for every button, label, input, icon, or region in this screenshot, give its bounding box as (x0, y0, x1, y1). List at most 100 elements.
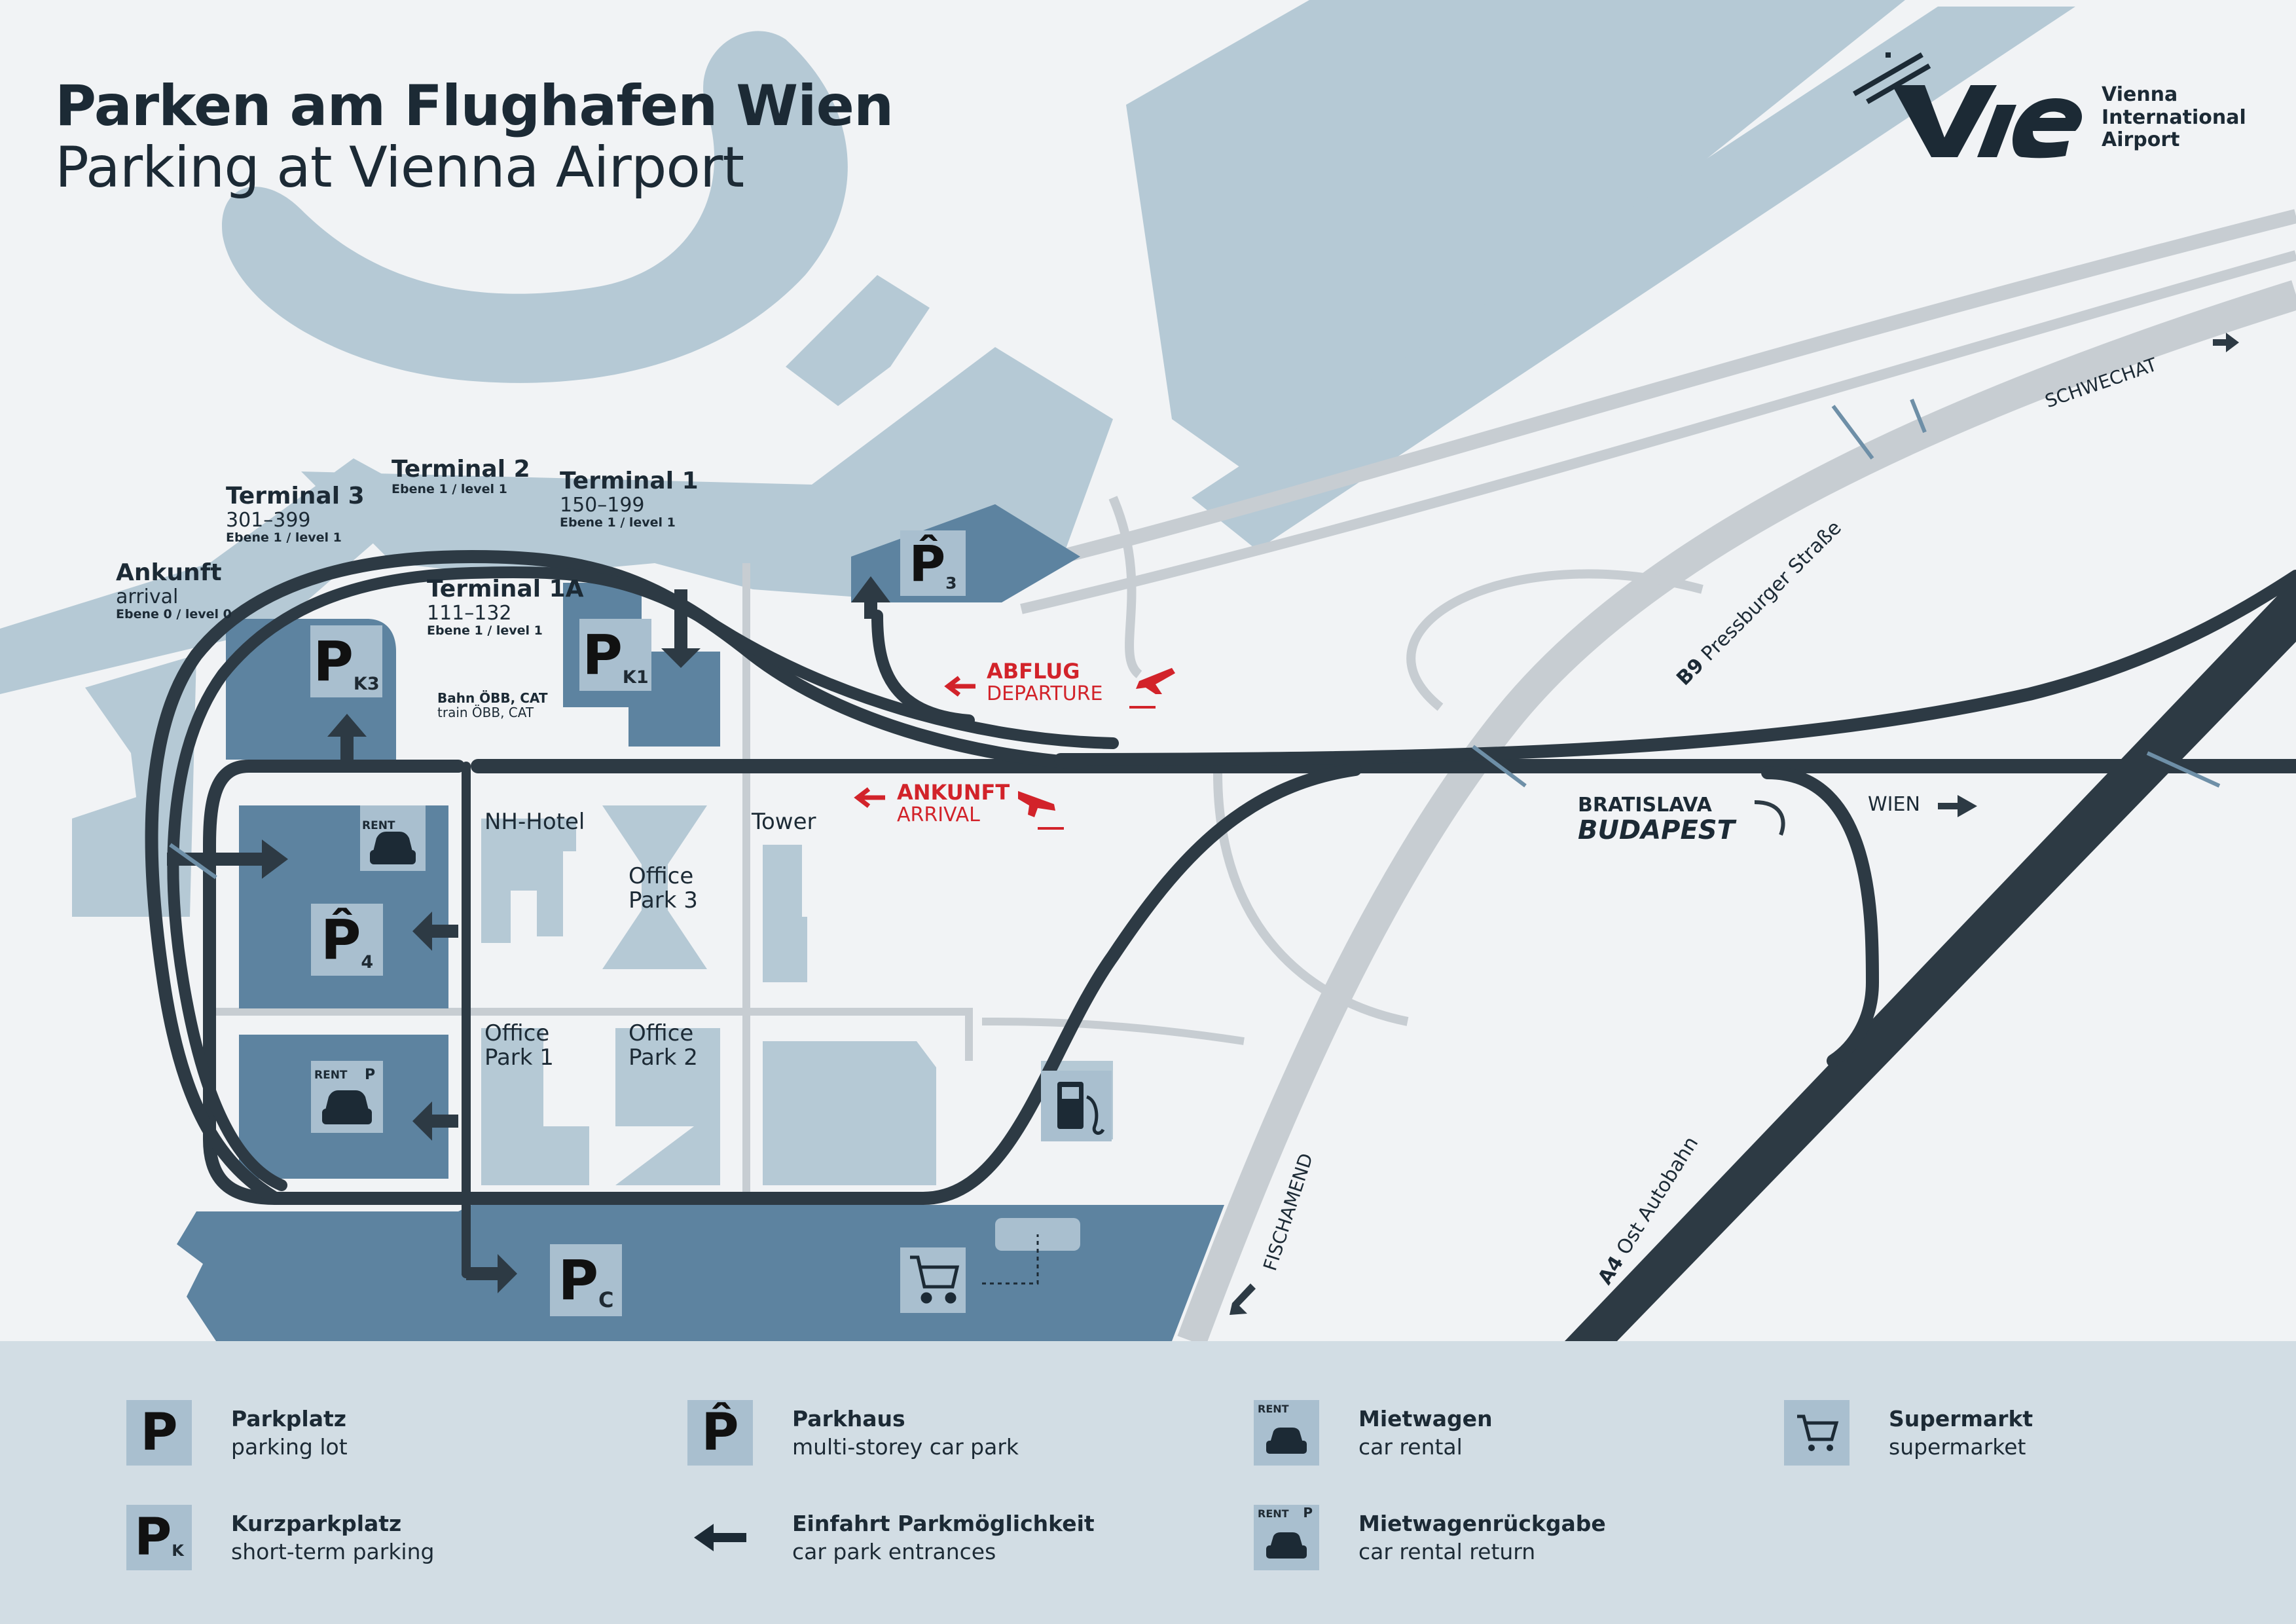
train-label: Bahn ÖBB, CAT train ÖBB, CAT (437, 691, 547, 720)
parking-k3-letter: P (313, 629, 354, 693)
p4-entrance-arrow (167, 840, 288, 879)
legend-car-rental-de: Mietwagen (1358, 1406, 1493, 1431)
arrival-level: Ebene 0 / level 0 (116, 606, 232, 621)
title-english: Parking at Vienna Airport (55, 135, 744, 200)
pier-west (0, 458, 426, 694)
a4-ramp (1761, 766, 1880, 1067)
office-park-1-building (481, 1028, 589, 1185)
k1-entrance-arrow (661, 589, 701, 668)
office-park-3-label: Office Park 3 (629, 863, 698, 914)
car-rental-return (311, 1061, 383, 1133)
entrance-arrows (167, 576, 890, 1293)
arrival-label-en: ARRIVAL (897, 803, 980, 827)
office-park-2-label: Office Park 2 (629, 1020, 698, 1071)
car-rental-p4 (360, 805, 426, 871)
legend-entrance-de: Einfahrt Parkmöglichkeit (792, 1511, 1095, 1536)
fischamend-arrow (1230, 1283, 1256, 1315)
plane-icons (1018, 668, 1175, 830)
nh-hotel-building (481, 819, 576, 943)
wien-arrow (1938, 795, 1977, 817)
parking-pc-sub: C (598, 1287, 614, 1312)
parking-p4-sub: 4 (361, 951, 374, 972)
departure-plane-icon (1136, 668, 1175, 694)
departure-label-de: ABFLUG (987, 659, 1080, 684)
car-rental-return-icon: RENT P (1254, 1505, 1319, 1570)
runway-strip (1192, 7, 2075, 550)
misc-building-2 (1539, 124, 1604, 223)
departure-line (1129, 706, 1156, 709)
parking-p3-sub: 3 (945, 574, 957, 593)
arrival-label: ANKUNFT ARRIVAL (897, 781, 1010, 826)
title-german: Parken am Flughafen Wien (55, 73, 894, 139)
office-park-1-label: Office Park 1 (484, 1020, 554, 1071)
legend-car-rental-return-de: Mietwagenrückgabe (1358, 1511, 1606, 1536)
parking-k1-letter: P (582, 623, 623, 687)
terminal-3-level: Ebene 1 / level 1 (226, 530, 342, 545)
b9-road (980, 209, 2296, 583)
parking-p3[interactable]: P̂3 (900, 530, 966, 596)
logo-text: Vienna International Airport (2102, 83, 2246, 152)
direction-arrows (1230, 333, 2239, 1315)
arrival-plane-icon (1018, 791, 1055, 817)
bratislava-budapest-label: BRATISLAVA BUDAPEST (1578, 794, 1735, 845)
bridge-1 (1831, 405, 1874, 460)
pc-entrance-arrow (466, 1254, 517, 1293)
arrival-de: Ankunft (116, 559, 222, 586)
arrival-level-label: Ankunft arrival Ebene 0 / level 0 (116, 560, 232, 621)
nh-hotel-label: NH-Hotel (484, 809, 585, 835)
logo-line-3: Airport (2102, 128, 2180, 151)
rent-return-p: P (365, 1067, 376, 1083)
loop-road-3 (1406, 569, 1704, 711)
bratislava-arrow (1754, 800, 1785, 836)
bridge-3 (1472, 745, 1527, 788)
departure-label: ABFLUG DEPARTURE (987, 659, 1103, 706)
bridge-5 (169, 843, 217, 879)
entrance-arrow-icon (687, 1505, 753, 1570)
terminal-1-level: Ebene 1 / level 1 (560, 515, 676, 530)
fuel-icon (1057, 1082, 1105, 1135)
red-arrows (854, 676, 975, 808)
campus-road-h2 (981, 1018, 1245, 1045)
supermarket-icon (1784, 1400, 1850, 1466)
a4-autobahn (1565, 576, 2296, 1341)
legend-parking-lot-en: parking lot (231, 1434, 348, 1460)
legend-parking-lot-de: Parkplatz (231, 1406, 346, 1431)
logo-line-1: Vienna (2102, 83, 2178, 106)
parking-p4-letter: P̂ (320, 908, 361, 972)
arrival-arrow (854, 787, 885, 808)
bridges (169, 398, 2221, 879)
logo-line-2: International (2102, 105, 2246, 129)
service-road-1 (1020, 250, 2296, 614)
northern-hangar (1126, 0, 1905, 498)
parking-p4[interactable]: P̂4 (311, 904, 383, 976)
terminal-3-label: Terminal 3 301–399 Ebene 1 / level 1 (226, 483, 365, 544)
rent-label-return: RENT (314, 1069, 348, 1082)
terminal-loop-inner (167, 566, 1119, 1191)
office-park-2-building (615, 1028, 720, 1185)
terminal-wing (786, 275, 930, 406)
parking-k3-sub: K3 (353, 673, 380, 694)
legend-short-term-de: Kurzparkplatz (231, 1511, 402, 1536)
k3-entrance-arrow (327, 714, 367, 760)
rental-entrance-arrow (412, 1101, 458, 1141)
terminal-2-label: Terminal 2 Ebene 1 / level 1 (392, 456, 530, 496)
tower-annex (763, 917, 807, 982)
train-label-en: train ÖBB, CAT (437, 705, 534, 720)
loop-road (1108, 496, 1142, 678)
p4-entrance-arrow-2 (412, 912, 458, 951)
bridge-2 (1910, 398, 1927, 434)
terminal-1-label: Terminal 1 150–199 Ebene 1 / level 1 (560, 468, 699, 529)
departure-arrow (944, 676, 975, 697)
arrival-en: arrival (116, 585, 179, 608)
office-park-3-building (602, 805, 707, 969)
departure-label-en: DEPARTURE (987, 682, 1103, 706)
